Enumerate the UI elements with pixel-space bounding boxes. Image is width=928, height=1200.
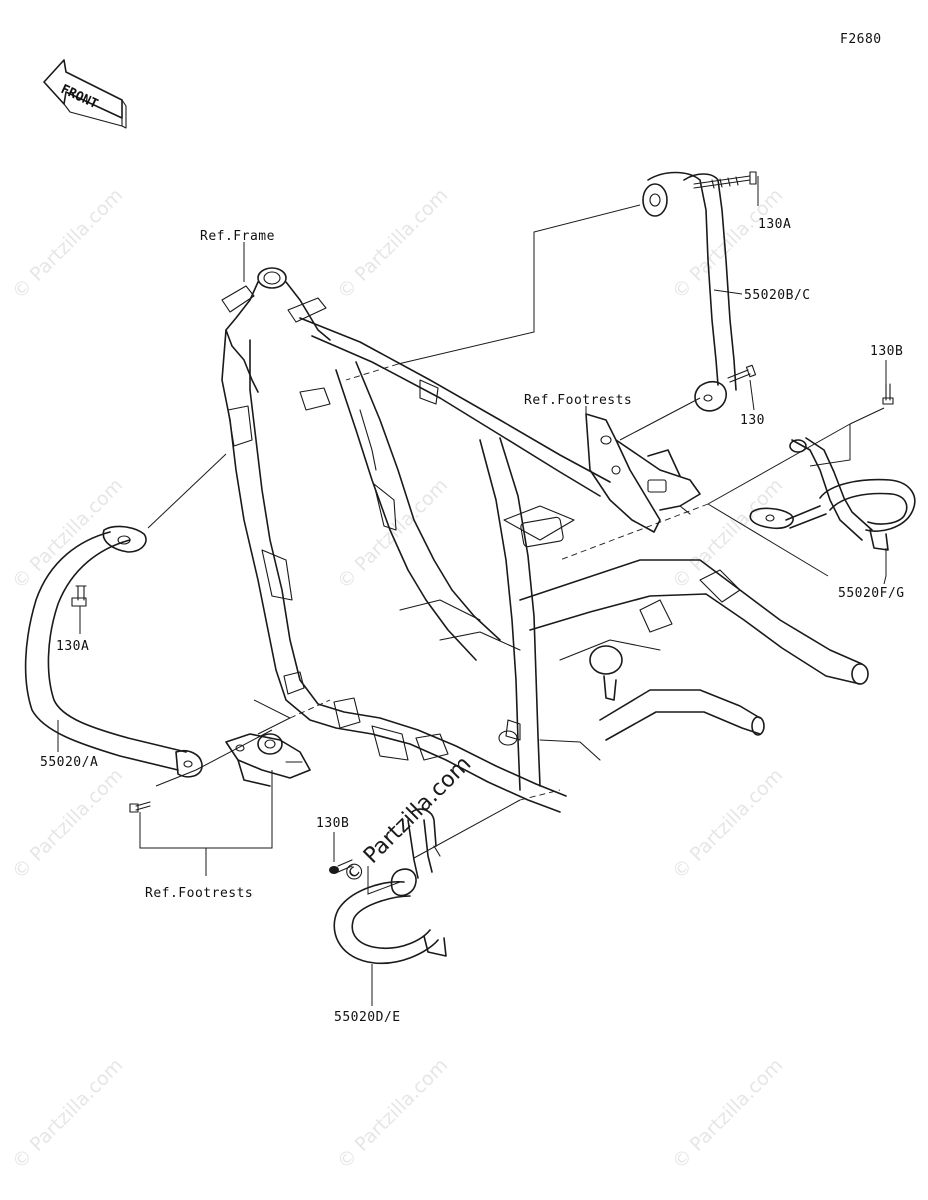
leader-lines <box>57 176 887 1006</box>
front-arrow-icon: FRONT <box>43 59 127 129</box>
label-130a-top: 130A <box>758 217 791 232</box>
label-55020bc: 55020B/C <box>744 288 811 303</box>
bolt-130a-left <box>71 585 87 607</box>
watermark-layer: © Partzilla.com © Partzilla.com © Partzi… <box>8 184 787 1173</box>
label-130b-right: 130B <box>870 344 903 359</box>
watermark: © Partzilla.com <box>333 184 452 303</box>
label-130a-left: 130A <box>56 639 89 654</box>
engine-guard-55020a <box>24 525 203 778</box>
bolt-130b-bottom <box>329 859 353 874</box>
watermark: © Partzilla.com <box>8 474 127 593</box>
bolt-130 <box>727 364 757 383</box>
bolt-130a-top <box>693 171 757 189</box>
watermark: © Partzilla.com <box>668 474 787 593</box>
bolt-left-bottom <box>129 801 151 813</box>
watermark: © Partzilla.com <box>8 184 127 303</box>
engine-guard-55020bc <box>642 171 737 412</box>
watermark: © Partzilla.com <box>8 1054 127 1173</box>
footrest-bracket-left <box>225 733 311 787</box>
label-ref-footrests-right: Ref.Footrests <box>524 393 632 408</box>
label-130b-bottom: 130B <box>316 816 349 831</box>
diagram-code: F2680 <box>840 32 882 47</box>
label-ref-frame: Ref.Frame <box>200 229 275 244</box>
label-130: 130 <box>740 413 765 428</box>
label-ref-footrests-left: Ref.Footrests <box>145 886 253 901</box>
label-55020fg: 55020F/G <box>838 586 905 601</box>
watermark: © Partzilla.com <box>668 764 787 883</box>
motorcycle-frame <box>221 267 869 813</box>
label-55020de: 55020D/E <box>334 1010 401 1025</box>
watermark: © Partzilla.com <box>668 1054 787 1173</box>
watermark: © Partzilla.com <box>333 1054 452 1173</box>
bolt-130b-right <box>882 383 894 405</box>
part-labels: Ref.Frame 130A 55020B/C 130B Ref.Footres… <box>40 217 905 1025</box>
footrest-bracket-right <box>585 413 701 533</box>
watermark: © Partzilla.com <box>8 764 127 883</box>
label-55020a: 55020/A <box>40 755 98 770</box>
